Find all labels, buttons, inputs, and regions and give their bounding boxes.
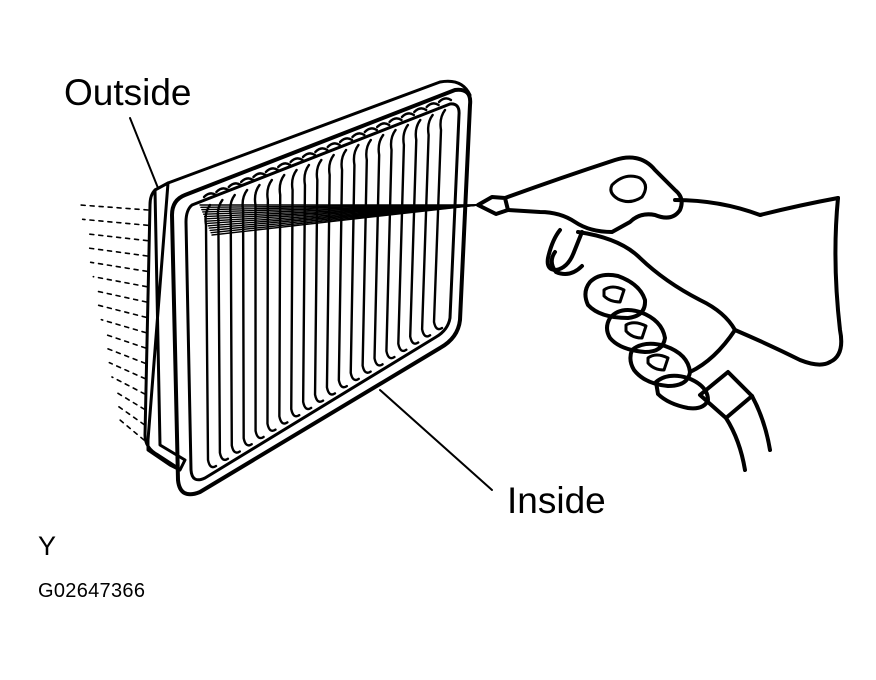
filter-pleat [349,143,360,382]
gun-grip-slot [609,174,647,204]
filter-pleat-tip [388,117,403,124]
air-exit-dash [81,218,149,227]
filter-pleat [253,183,265,440]
filter-outer-frame [170,87,473,497]
filter-pleat-tip [277,162,292,169]
filter-pleat-tip [437,97,453,104]
air-exit-dash [79,204,149,211]
filter-pleat-tip [264,167,280,174]
filter-pleat [337,148,349,389]
filter-pleat-tip [227,182,242,189]
hose-right-edge [750,394,772,452]
filter-pleat [325,153,337,396]
filter-pleat-tip [301,152,317,159]
leader-inside [379,389,493,491]
gun-trigger [545,228,584,272]
filter-pleat [385,128,397,360]
filter-pleat-tip [413,107,428,114]
air-exit-dash [92,275,148,288]
filter-pleat [361,138,372,374]
filter-pleat [397,123,410,353]
filter-pleats [204,108,447,469]
filter-pleat-tips [202,97,453,199]
filter-pleat [229,193,241,454]
filter-pleat-tip [351,132,366,139]
air-blow-gun [476,155,684,272]
filter-inner-frame [184,102,461,482]
filter-back-rim [146,181,187,472]
air-exit-dash [116,404,146,426]
air-exit-dash [95,290,148,303]
air-exit-dash [119,419,145,441]
filter-pleat-tip [375,122,391,129]
air-stream-line [211,204,479,236]
filter-pleat [432,108,447,331]
finger-2 [605,308,667,354]
label-inside: Inside [507,480,606,521]
air-exit-dash [89,261,148,273]
hand [549,196,844,411]
fingernail-3 [646,353,670,372]
fingernail-2 [624,321,648,340]
filter-pleat-tip [215,187,230,194]
filter-pleat [420,113,434,338]
hose-left-edge [724,416,747,472]
filter-pleat-tip [314,147,329,154]
air-exit-dashes [79,204,149,441]
leader-outside [129,117,159,189]
wrist-edge [828,196,844,364]
filter-pleat-tip [425,102,440,109]
filter-pleat [204,203,218,469]
thumb [549,250,584,276]
filter-pleat [409,118,422,345]
air-exit-dash [84,232,149,242]
air-exit-dash [108,361,146,380]
filter-pleat [278,173,289,425]
hand-palm [576,230,737,332]
filter-pleat [241,188,253,447]
air-exit-dash [105,347,147,365]
air-exit-dash [113,390,146,411]
filter-pleat-tip [289,157,304,164]
air-exit-dash [111,376,146,395]
air-exit-dash [87,247,148,257]
air-exit-dash [103,333,147,349]
filter-pleat-tip [239,177,255,184]
filter-pleat-tip [202,192,218,199]
filter-pleat [216,198,230,462]
finger-4 [654,373,710,411]
air-exit-dash [97,304,147,319]
filter-pleat [373,133,385,367]
hand-lower [688,328,832,374]
fingernail-1 [602,285,626,304]
filter-pleat-tip [326,142,341,149]
filter-pleat [313,158,325,403]
finger-3 [628,341,692,388]
filter-pleat [266,178,277,433]
hand-back [673,196,840,217]
label-outside: Outside [64,72,192,113]
figure-code: G02647366 [38,580,146,602]
view-letter: Y [38,531,57,561]
air-stream-lines [199,204,479,236]
gun-nozzle-tip [476,195,510,216]
filter-pleat-tip [338,137,354,144]
filter-top-edge [166,79,472,185]
air-hose [698,370,772,472]
gun-body [503,155,684,234]
filter-pleat [301,163,313,411]
filter-pleat [290,168,301,418]
filter-pleat-tip [400,112,416,119]
filter-pleat-tip [363,127,378,134]
filter-pleat-tip [252,172,267,179]
filter-back-edge [143,188,180,470]
air-exit-dash [100,318,147,334]
air-filter-element [143,79,473,497]
